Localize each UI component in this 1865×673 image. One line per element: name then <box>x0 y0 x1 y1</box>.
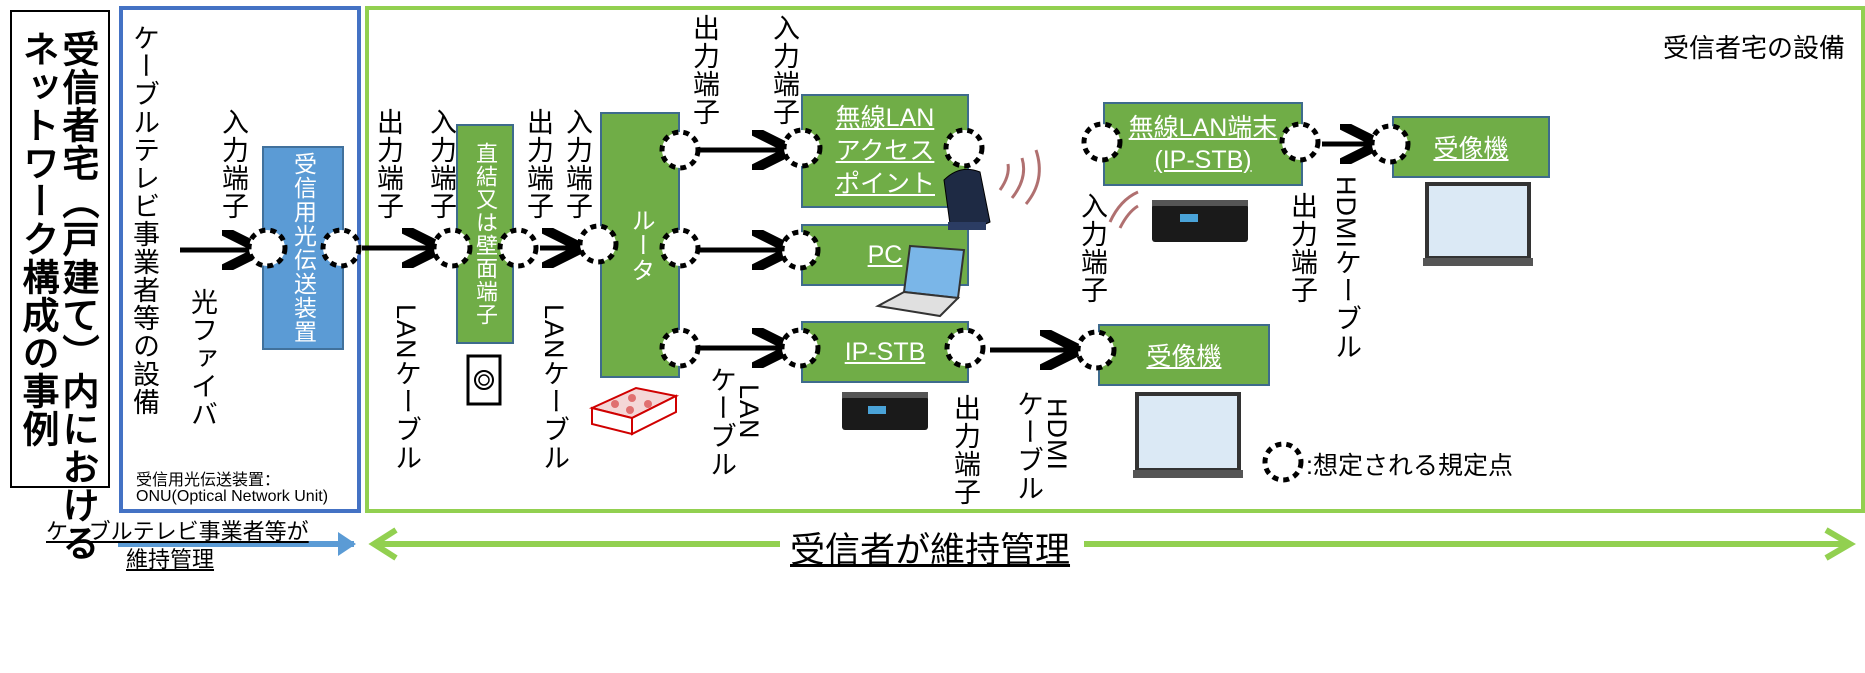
demarcation-point <box>659 227 701 269</box>
input-terminal-label-3: 入力端子 <box>769 14 799 126</box>
title-box: 受信者宅（戸建て）内における ネットワーク構成の事例 <box>10 10 110 562</box>
home-equipment-frame <box>365 6 1865 513</box>
wlan-ap-label-2: アクセス <box>835 136 935 165</box>
lan-cable-label-3a: LAN <box>734 384 764 440</box>
diagram-title-col1: 受信者宅（戸建て）内における <box>57 30 98 562</box>
router-illustration-icon <box>588 386 680 436</box>
laptop-icon <box>874 244 966 318</box>
demarcation-point <box>497 227 539 269</box>
lan-cable-label-3b: ケーブル <box>706 366 736 478</box>
demarcation-point <box>246 227 288 269</box>
hdmi-cable-label-1a: HDMI <box>1042 398 1072 471</box>
demarcation-point <box>943 127 985 169</box>
demarcation-point <box>779 327 821 369</box>
demarcation-point <box>1279 121 1321 163</box>
operator-maintenance-arrowhead <box>338 532 356 556</box>
hdmi-cable-label-1b: ケーブル <box>1013 390 1043 502</box>
ipstb-label: IP-STB <box>844 337 926 366</box>
tv2-box: 受像機 <box>1392 116 1550 178</box>
output-terminal-label-5: 出力端子 <box>950 394 980 506</box>
output-terminal-label-2: 出力端子 <box>523 108 553 220</box>
legend-demarcation-point <box>1262 441 1304 483</box>
pc-label: PC <box>867 240 903 269</box>
cable-operator-frame <box>119 6 361 513</box>
demarcation-point <box>577 223 619 265</box>
router-label: ルータ <box>627 207 654 283</box>
tv1-box: 受像機 <box>1098 324 1270 386</box>
demarcation-point <box>320 227 362 269</box>
television-icon <box>1423 182 1533 266</box>
demarcation-point <box>944 327 986 369</box>
wlan-ap-label-1: 無線LAN <box>835 103 935 132</box>
wlan-terminal-label-1: 無線LAN端末 <box>1128 114 1278 142</box>
demarcation-point <box>431 227 473 269</box>
lan-cable-label-1: LANケーブル <box>391 304 421 472</box>
wall-socket-icon <box>466 354 502 406</box>
demarcation-point <box>1369 123 1411 165</box>
input-terminal-label-1: 入力端子 <box>426 108 456 220</box>
onu-box-label: 受信用光伝送装置 <box>290 152 317 344</box>
receiver-maintenance-label: 受信者が維持管理 <box>790 531 1071 570</box>
lan-cable-label-2: LANケーブル <box>539 304 569 472</box>
access-point-device-icon <box>943 168 991 230</box>
input-terminal-label-2: 入力端子 <box>562 108 592 220</box>
stb-device-icon <box>1152 200 1248 242</box>
tv2-label: 受像機 <box>1433 135 1509 163</box>
operator-maintenance-label-line1: ケーブルテレビ事業者等が <box>46 519 309 544</box>
receiver-arrowhead-left <box>368 527 398 561</box>
wlan-ap-box: 無線LAN アクセス ポイント <box>801 94 969 208</box>
receiver-arrowhead-right <box>1824 527 1856 561</box>
input-terminal-label-4: 入力端子 <box>1077 192 1107 304</box>
cable-operator-label: ケーブルテレビ事業者等の設備 <box>129 24 159 416</box>
hdmi-cable-label-2: HDMIケーブル <box>1331 176 1361 361</box>
onu-input-terminal-label: 入力端子 <box>218 108 248 220</box>
output-terminal-label-1: 出力端子 <box>373 108 403 220</box>
wlan-ap-label-3: ポイント <box>834 169 935 198</box>
wall-outlet-label: 直結又は壁面端子 <box>473 142 498 326</box>
wlan-terminal-label-2: (IP-STB) <box>1154 146 1252 174</box>
diagram-title-col2: ネットワーク構成の事例 <box>17 30 58 448</box>
onu-note-line1: 受信用光伝送装置： <box>136 472 281 489</box>
wlan-terminal-box: 無線LAN端末 (IP-STB) <box>1103 102 1303 186</box>
tv1-label: 受像機 <box>1146 343 1222 371</box>
legend-text: :想定される規定点 <box>1306 452 1513 480</box>
stb-device-icon <box>842 392 928 430</box>
wireless-signal-icon <box>998 149 1139 229</box>
demarcation-point <box>779 229 821 271</box>
output-terminal-label-4: 出力端子 <box>1287 192 1317 304</box>
demarcation-point <box>1081 121 1123 163</box>
operator-maintenance-label-line2: 維持管理 <box>126 547 215 572</box>
television-icon <box>1133 392 1243 478</box>
output-terminal-label-3: 出力端子 <box>689 14 719 126</box>
fiber-label: 光ファイバ <box>187 288 217 428</box>
demarcation-point <box>659 327 701 369</box>
demarcation-point <box>1075 329 1117 371</box>
home-equipment-label: 受信者宅の設備 <box>1662 33 1845 63</box>
demarcation-point <box>781 127 823 169</box>
demarcation-point <box>659 129 701 171</box>
onu-note-line2: ONU(Optical Network Unit) <box>136 488 329 505</box>
